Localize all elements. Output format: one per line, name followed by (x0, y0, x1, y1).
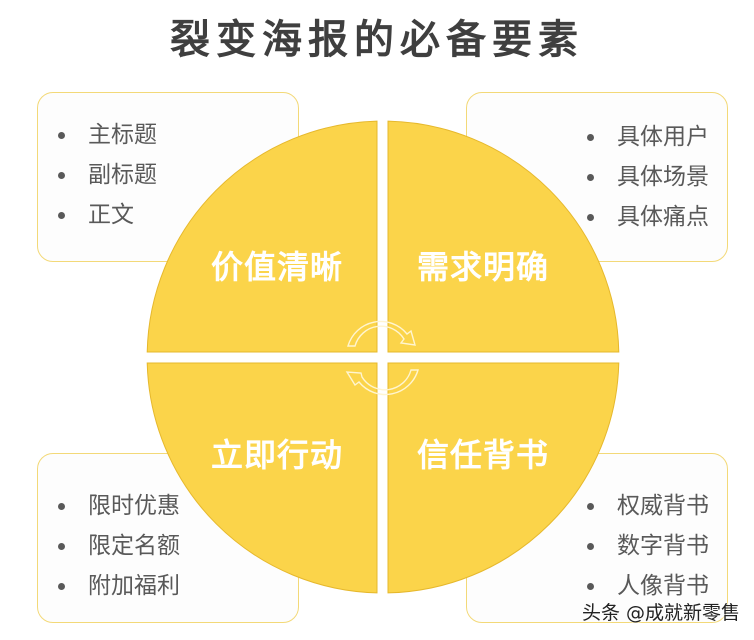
quadrant-top-left (146, 120, 378, 353)
bullet-icon (587, 583, 594, 590)
quadrant-bottom-left (146, 362, 378, 594)
bullet-icon (587, 543, 594, 550)
quadrant-bottom-right (387, 362, 620, 594)
list-item: 具体用户 (567, 117, 709, 157)
page-title: 裂变海报的必备要素 (170, 17, 584, 63)
bullet-icon (587, 214, 594, 221)
bullet-list: 限时优惠 限定名额 附加福利 (38, 486, 180, 606)
list-item: 限定名额 (38, 526, 180, 566)
list-item: 具体痛点 (567, 197, 709, 237)
list-item: 人像背书 (567, 566, 709, 606)
list-item: 限时优惠 (38, 486, 180, 526)
list-item: 正文 (38, 195, 157, 235)
list-item: 数字背书 (567, 526, 709, 566)
watermark: 头条 @成就新零售 (582, 602, 741, 624)
bullet-icon (58, 583, 65, 590)
bullet-icon (587, 174, 594, 181)
bullet-list: 权威背书 数字背书 人像背书 (567, 486, 709, 606)
cycle-arrows-icon (345, 320, 419, 396)
list-item: 具体场景 (567, 157, 709, 197)
quadrant-top-right (387, 120, 620, 353)
bullet-list: 具体用户 具体场景 具体痛点 (567, 117, 709, 237)
bullet-icon (58, 503, 65, 510)
quadrant-label-immediate-action: 立即行动 (210, 436, 343, 474)
quadrant-label-value-clarity: 价值清晰 (210, 248, 343, 286)
bullet-icon (58, 543, 65, 550)
list-item: 附加福利 (38, 566, 180, 606)
bullet-icon (587, 503, 594, 510)
bullet-icon (58, 132, 65, 139)
list-item: 主标题 (38, 115, 157, 155)
bullet-icon (58, 212, 65, 219)
detail-box-immediate-action: 限时优惠 限定名额 附加福利 (37, 453, 299, 623)
list-item: 权威背书 (567, 486, 709, 526)
quadrant-label-clear-demand: 需求明确 (416, 248, 549, 286)
bullet-icon (58, 172, 65, 179)
list-item: 副标题 (38, 155, 157, 195)
quadrant-label-trust-endorsement: 信任背书 (416, 436, 549, 474)
bullet-icon (587, 134, 594, 141)
bullet-list: 主标题 副标题 正文 (38, 115, 157, 235)
